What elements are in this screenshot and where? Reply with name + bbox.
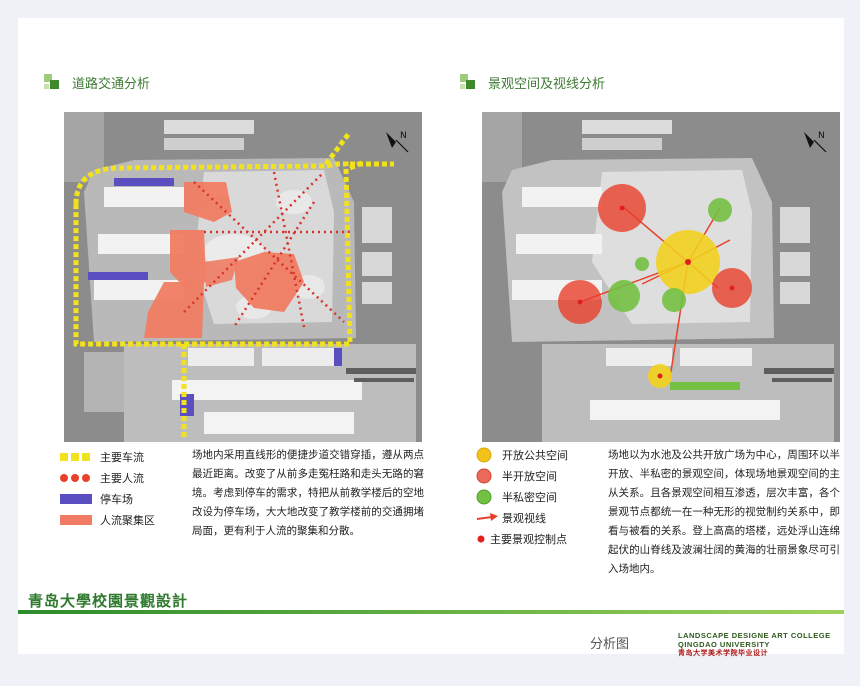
- landscape-description: 场地以为水池及公共开放广场为中心，周围环以半开放、半私密的景观空间，体现场地景观…: [608, 449, 840, 575]
- traffic-description: 场地内采用直线形的便捷步道交错穿插，遵从两点最近距离。改变了从前多走冤枉路和走头…: [192, 449, 424, 537]
- analysis-label: 分析图: [590, 637, 630, 652]
- landscape-site-plan: N: [482, 112, 840, 442]
- traffic-analysis-title: 道路交通分析: [44, 73, 150, 92]
- legend-item-vehicle-flow: 主要车流: [60, 446, 155, 467]
- yellow-square-dashes-icon: [60, 452, 100, 462]
- traffic-plan-drawing: N: [64, 112, 422, 442]
- traffic-legend: 主要车流 主要人流 停车场 人流聚集区: [60, 446, 155, 530]
- semi-private-space-circle: [608, 280, 640, 312]
- semi-private-space-circle: [662, 288, 686, 312]
- north-arrow-icon: N: [804, 131, 827, 153]
- svg-text:N: N: [818, 131, 825, 141]
- title-squares-icon: [460, 73, 478, 92]
- landscape-analysis-title-text: 景观空间及视线分析: [488, 77, 606, 92]
- landscape-analysis-title: 景观空间及视线分析: [460, 73, 605, 92]
- legend-item-pedestrian-flow: 主要人流: [60, 467, 155, 488]
- red-circle-icon: [476, 468, 502, 484]
- landscape-plan-drawing: N: [482, 112, 840, 442]
- legend-item-parking: 停车场: [60, 488, 155, 509]
- legend-item-semi-open-space: 半开放空间: [476, 465, 568, 486]
- footer-divider: [18, 610, 844, 614]
- title-squares-icon: [44, 73, 62, 92]
- legend-item-semi-private-space: 半私密空间: [476, 486, 568, 507]
- red-dot-icon: [476, 534, 490, 544]
- traffic-analysis-title-text: 道路交通分析: [72, 77, 151, 92]
- red-arrow-icon: [476, 512, 502, 523]
- legend-item-sight-line: 景观视线: [476, 507, 568, 528]
- legend-item-open-public-space: 开放公共空间: [476, 444, 568, 465]
- project-title: 青岛大學校園景觀設計: [28, 592, 189, 610]
- north-arrow-icon: N: [386, 131, 409, 153]
- yellow-circle-icon: [476, 447, 502, 463]
- svg-text:N: N: [400, 131, 407, 141]
- legend-item-control-point: 主要景观控制点: [476, 528, 568, 549]
- blue-rectangle-icon: [60, 493, 100, 504]
- semi-private-space-circle: [708, 198, 732, 222]
- college-logo-text: LANDSCAPE DESIGNE ART COLLEGE QINGDAO UN…: [678, 631, 831, 657]
- page: 道路交通分析 景观空间及视线分析: [18, 18, 844, 657]
- legend-item-gathering-area: 人流聚集区: [60, 509, 155, 530]
- salmon-rectangle-icon: [60, 514, 100, 525]
- semi-private-space-circle: [635, 257, 649, 271]
- green-circle-icon: [476, 489, 502, 505]
- landscape-legend: 开放公共空间 半开放空间 半私密空间 景观视线 主要景观控制点: [476, 444, 568, 549]
- red-dots-icon: [60, 473, 100, 483]
- traffic-site-plan: N: [64, 112, 422, 442]
